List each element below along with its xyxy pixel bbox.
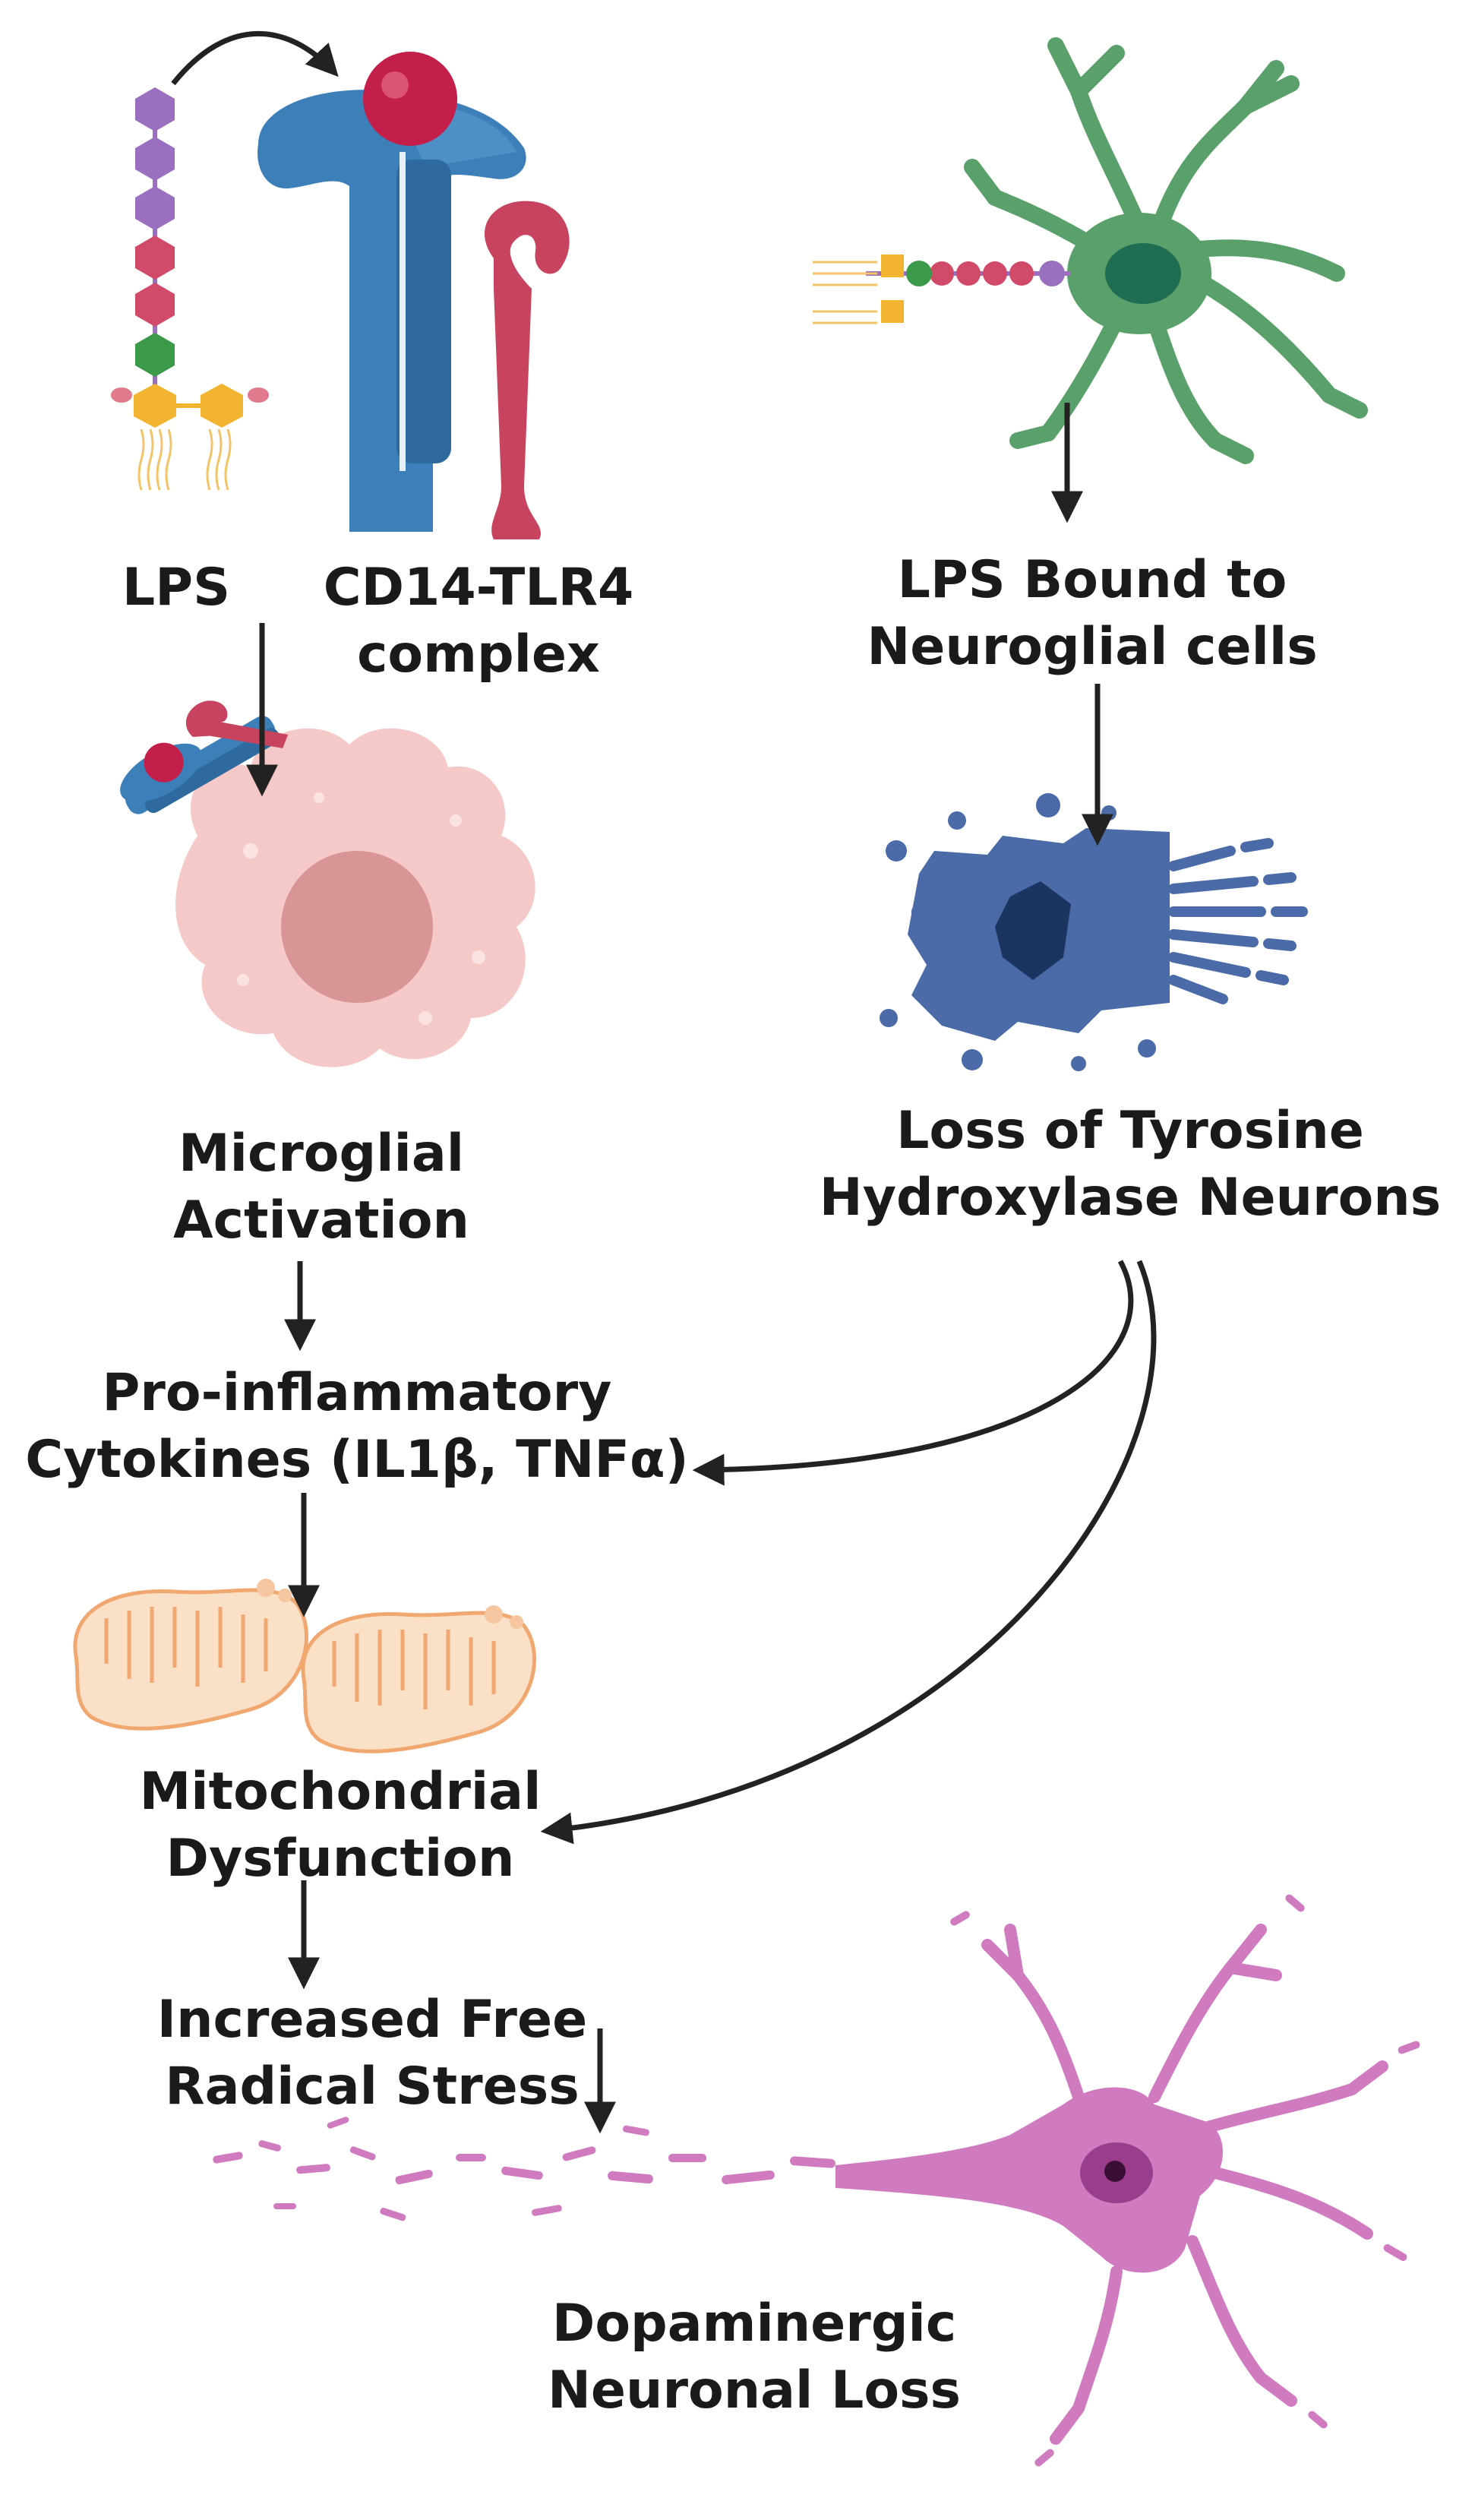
astrocyte-cell-icon [964, 37, 1368, 464]
label-microglial-activation: Microglial Activation [173, 1121, 469, 1254]
label-mito-line1: Mitochondrial [139, 1762, 542, 1822]
label-bound-line1: LPS Bound to [897, 550, 1287, 610]
label-mito-line2: Dysfunction [166, 1829, 515, 1889]
label-free-radical-stress: Increased Free Radical Stress [157, 1987, 587, 2120]
label-microglial-line2: Activation [173, 1190, 469, 1251]
label-lps: LPS [122, 555, 230, 621]
label-cytokines-line1: Pro-inflammatory [102, 1363, 612, 1423]
dead-th-neuron-icon [880, 793, 1308, 1071]
label-radical-line2: Radical Stress [165, 2057, 580, 2117]
label-cd14-line1: CD14-TLR4 [323, 558, 634, 618]
arrow-loss-to-mito [540, 1260, 1157, 1845]
cd14-tlr4-receptor-icon [257, 52, 570, 539]
label-cytokines-line2: Cytokines (IL1β, TNFα) [25, 1430, 689, 1490]
label-pro-inflammatory-cytokines: Pro-inflammatory Cytokines (IL1β, TNFα) [25, 1360, 688, 1494]
label-bound-line2: Neuroglial cells [867, 617, 1318, 677]
label-microglial-line1: Microglial [178, 1124, 465, 1184]
binding-curved-arrow [171, 30, 339, 86]
label-dopaminergic-neuronal-loss: Dopaminergic Neuronal Loss [548, 2291, 961, 2424]
mitochondria-icon [73, 1579, 536, 1753]
label-loss-th-line1: Loss of Tyrosine [896, 1101, 1364, 1161]
dopaminergic-neuron-icon [213, 1894, 1420, 2467]
label-loss-th-line2: Hydroxylase Neurons [819, 1168, 1442, 1228]
label-lps-text: LPS [122, 558, 231, 618]
label-dopa-line2: Neuronal Loss [548, 2360, 961, 2420]
label-radical-line1: Increased Free [156, 1990, 588, 2050]
flow-arrows [246, 403, 1157, 2134]
label-loss-th-neurons: Loss of Tyrosine Hydroxylase Neurons [820, 1098, 1441, 1232]
label-cd14-line2: complex [357, 624, 600, 685]
arrow-loss-to-cytokines [692, 1260, 1134, 1486]
lps-attached-icon [813, 255, 1071, 324]
microglia-cell-icon [120, 700, 535, 1067]
label-lps-bound: LPS Bound to Neuroglial cells [867, 547, 1317, 681]
label-mitochondrial-dysfunction: Mitochondrial Dysfunction [140, 1759, 542, 1892]
label-cd14-tlr4-complex: CD14-TLR4 complex [324, 555, 634, 688]
label-dopa-line1: Dopaminergic [551, 2294, 957, 2354]
lps-molecule-icon [111, 87, 269, 491]
